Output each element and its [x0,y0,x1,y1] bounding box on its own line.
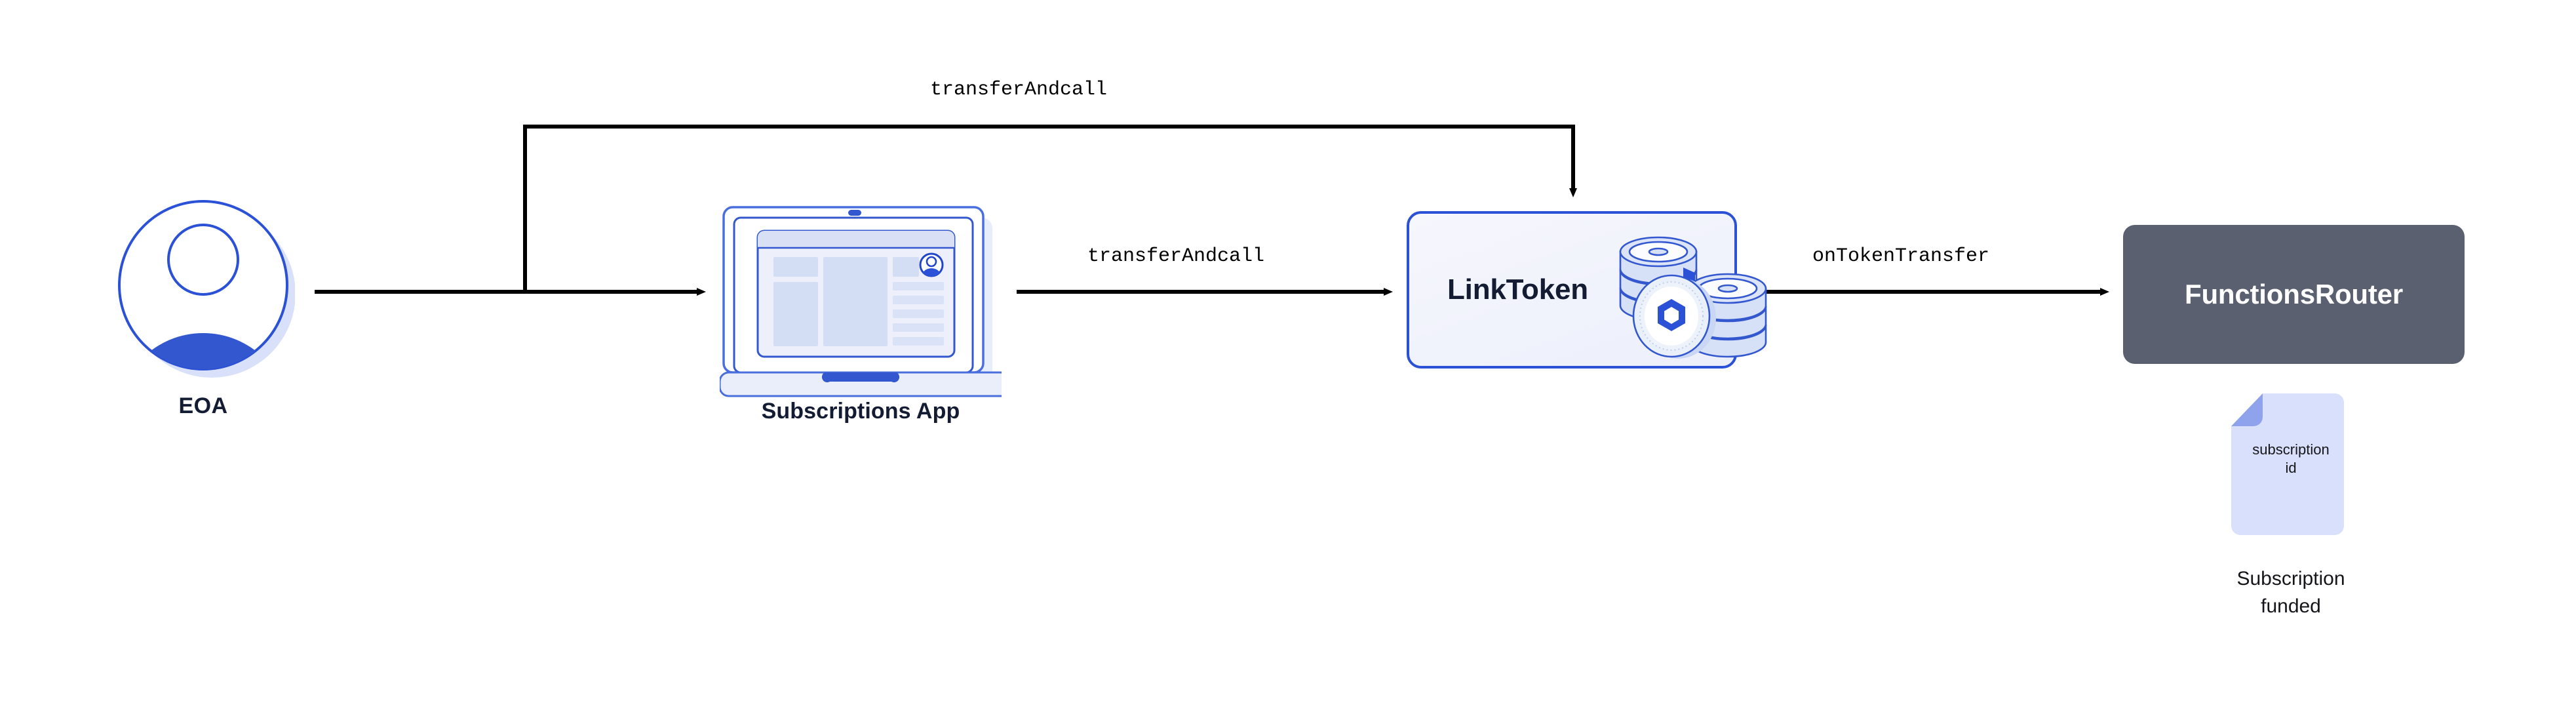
subscription-doc-line2: id [2285,460,2297,476]
node-functions-router-label: FunctionsRouter [2185,279,2403,309]
chainlink-coin-icon [1632,274,1716,359]
laptop-icon [718,206,1011,397]
edge-label-transfer-and-call-middle: transferAndcall [1087,245,1265,268]
subscription-funded-caption-line1: Subscription [2236,568,2345,589]
subscription-doc-text: subscription id [2229,441,2353,477]
edge-label-on-token-transfer: onTokenTransfer [1812,245,1990,268]
node-linktoken[interactable]: LinkToken [1407,211,1767,369]
node-eoa[interactable]: EOA [111,197,296,459]
coin-stack-icon [1619,236,1767,359]
edge-label-transfer-and-call-top: transferAndcall [930,79,1108,101]
node-subscription-doc[interactable]: subscription id [2229,393,2353,544]
subscription-funded-caption-line2: funded [2261,595,2321,617]
node-eoa-label: EOA [178,393,228,418]
subscription-funded-caption: Subscription funded [2170,565,2412,620]
document-icon [2231,393,2344,535]
app-user-avatar-icon [919,252,944,277]
node-subscriptions-app[interactable]: Subscriptions App [718,197,1011,459]
node-functions-router[interactable]: FunctionsRouter [2123,225,2465,364]
subscription-doc-line1: subscription [2252,441,2330,458]
user-avatar-icon [118,200,296,378]
node-linktoken-label: LinkToken [1447,273,1588,306]
node-subscriptions-app-label: Subscriptions App [761,399,960,424]
